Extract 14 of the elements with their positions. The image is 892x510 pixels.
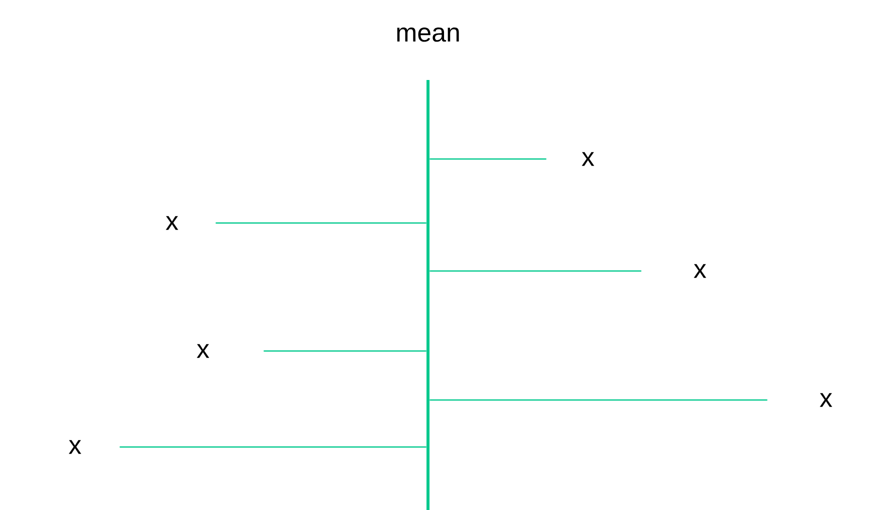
- deviation-line: [430, 399, 768, 401]
- deviation-line: [430, 158, 546, 160]
- data-point: x: [582, 152, 594, 166]
- data-point: x: [68, 440, 82, 454]
- data-point: x: [694, 264, 706, 278]
- data-point: x: [196, 344, 210, 358]
- deviation-line: [430, 270, 642, 272]
- heading: mean: [397, 28, 459, 42]
- deviation-line: [216, 222, 426, 224]
- data-point: x: [166, 216, 178, 230]
- deviation-line: [264, 350, 426, 352]
- mean-line: [426, 80, 430, 510]
- deviation-line: [120, 446, 426, 448]
- data-point: x: [820, 393, 832, 407]
